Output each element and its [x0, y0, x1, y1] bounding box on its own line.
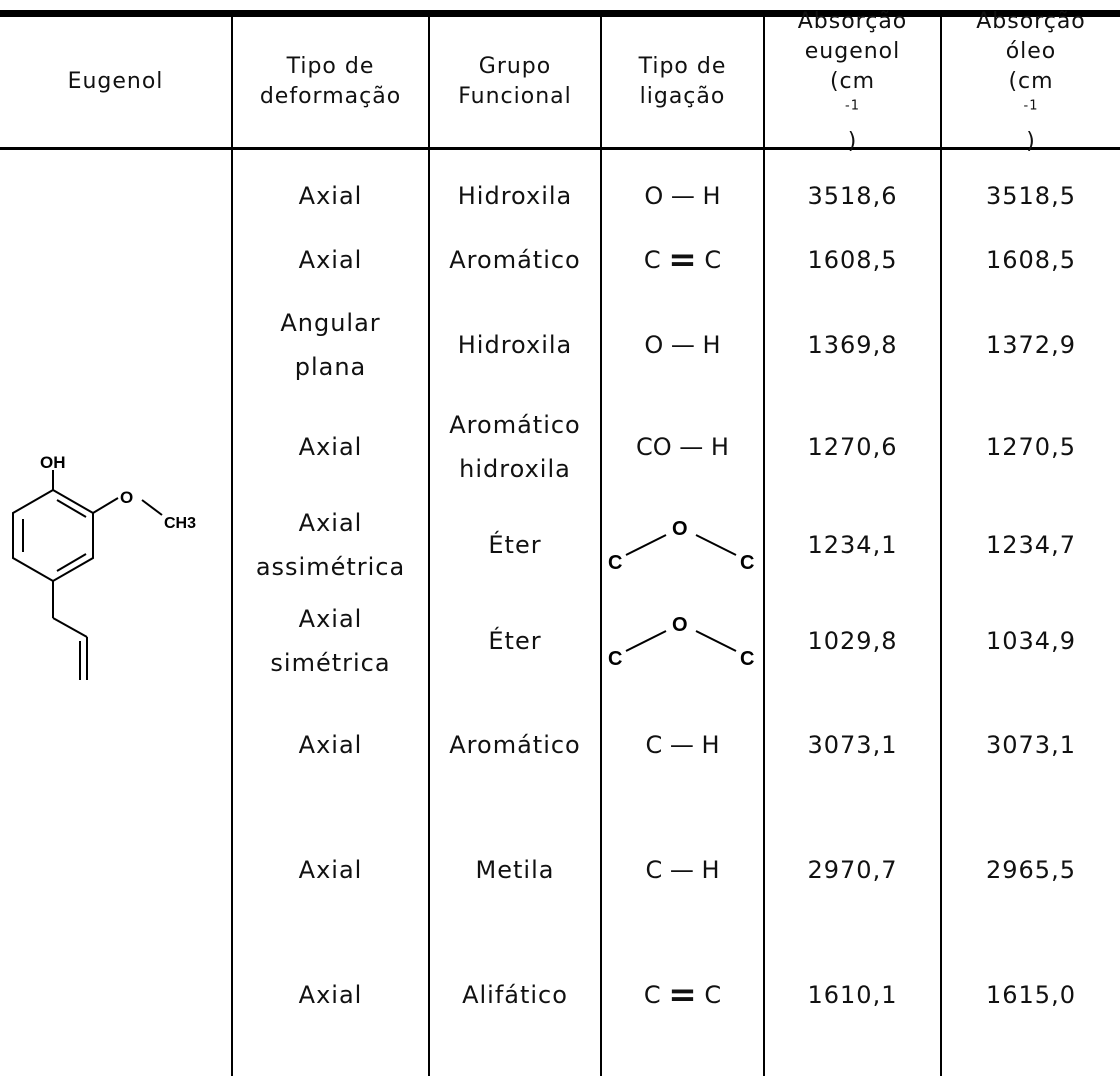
header-eugenol: Eugenol — [67, 69, 164, 94]
row8-eugenol: 2970,7 — [807, 856, 898, 884]
ether-c-left: C — [608, 648, 623, 670]
row1-oil: 3518,5 — [986, 182, 1076, 210]
row2-oil: 1608,5 — [986, 246, 1076, 274]
row6-bond-ether: C O C — [602, 596, 763, 686]
row8-oil: 2965,5 — [986, 856, 1076, 884]
row4-bond: CO — H — [636, 433, 729, 461]
col-divider-3 — [600, 17, 602, 1076]
row4-eugenol: 1270,6 — [807, 433, 898, 461]
row6-group: Éter — [488, 627, 542, 655]
row5-oil: 1234,7 — [986, 531, 1076, 559]
col-divider-5 — [940, 17, 942, 1076]
row3-oil: 1372,9 — [986, 331, 1076, 359]
row4-deformation: Axial — [298, 433, 363, 461]
row2-deformation: Axial — [298, 246, 363, 274]
row5-eugenol: 1234,1 — [807, 531, 898, 559]
eugenol-structure: OH O CH3 — [12, 453, 196, 680]
row2-bond: C = C — [643, 240, 722, 280]
methoxy-o-label: O — [120, 488, 133, 507]
row3-bond: O — H — [644, 331, 721, 359]
row2-group: Aromático — [449, 246, 581, 274]
row6-eugenol: 1029,8 — [807, 627, 898, 655]
row3-eugenol: 1369,8 — [807, 331, 898, 359]
oh-label: OH — [40, 453, 66, 472]
row8-deformation: Axial — [298, 856, 363, 884]
row3-group: Hidroxila — [457, 331, 573, 359]
row5-bond-ether: C O C — [602, 500, 763, 590]
row9-oil: 1615,0 — [986, 981, 1076, 1009]
row7-bond: C — H — [645, 731, 720, 759]
row5-group: Éter — [488, 531, 542, 559]
ether-bond-diagram: C O C — [608, 614, 755, 670]
row2-eugenol: 1608,5 — [807, 246, 898, 274]
ether-c-right: C — [740, 552, 755, 574]
ether-c-left: C — [608, 552, 623, 574]
col-divider-4 — [763, 17, 765, 1076]
row1-group: Hidroxila — [457, 182, 573, 210]
row9-group: Alifático — [462, 981, 568, 1009]
row9-deformation: Axial — [298, 981, 363, 1009]
col-divider-2 — [428, 17, 430, 1076]
row1-eugenol: 3518,6 — [807, 182, 898, 210]
ether-c-right: C — [740, 648, 755, 670]
row9-eugenol: 1610,1 — [807, 981, 898, 1009]
header-rule — [0, 147, 1120, 150]
row8-group: Metila — [475, 856, 555, 884]
top-rule — [0, 10, 1120, 17]
row6-oil: 1034,9 — [986, 627, 1076, 655]
row7-group: Aromático — [449, 731, 581, 759]
row7-deformation: Axial — [298, 731, 363, 759]
row9-bond: C = C — [643, 975, 722, 1015]
row1-deformation: Axial — [298, 182, 363, 210]
row7-oil: 3073,1 — [986, 731, 1076, 759]
ether-bond-diagram: C O C — [608, 518, 755, 574]
row4-oil: 1270,5 — [986, 433, 1076, 461]
ch3-label: CH3 — [164, 515, 196, 532]
row1-bond: O — H — [644, 182, 721, 210]
ether-o: O — [672, 518, 689, 540]
row7-eugenol: 3073,1 — [807, 731, 898, 759]
ether-o: O — [672, 614, 689, 636]
row8-bond: C — H — [645, 856, 720, 884]
col-divider-1 — [231, 17, 233, 1076]
